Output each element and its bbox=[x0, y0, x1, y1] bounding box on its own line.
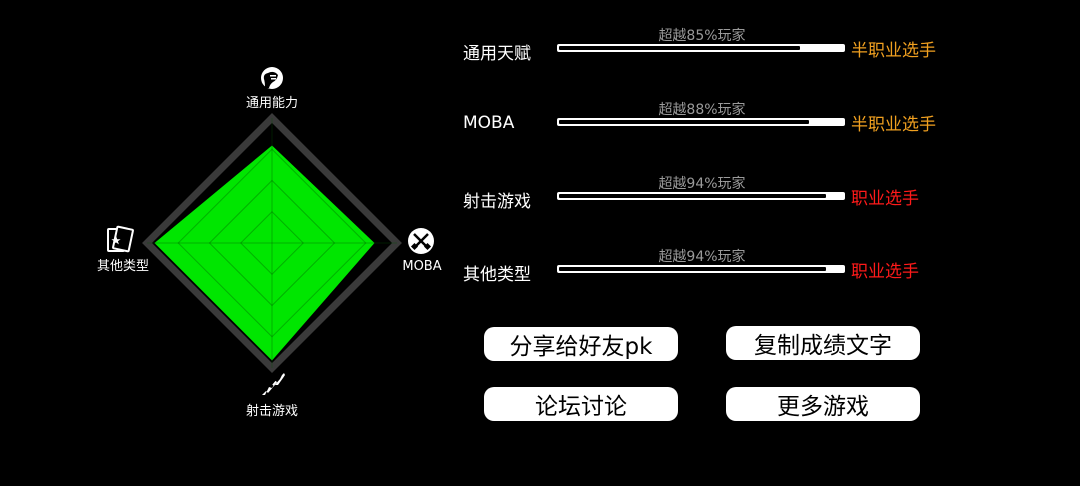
stat-label: MOBA bbox=[463, 113, 515, 133]
stat-progress-bar bbox=[557, 265, 845, 273]
stat-progress-fill bbox=[559, 194, 826, 198]
more-games-button[interactable]: 更多游戏 bbox=[726, 387, 920, 421]
stat-row-shooter: 射击游戏 超越94%玩家 职业选手 bbox=[463, 173, 963, 213]
radar-ring bbox=[240, 211, 304, 275]
axis-label-general: 通用能力 bbox=[246, 96, 298, 111]
stat-row-other: 其他类型 超越94%玩家 职业选手 bbox=[463, 246, 963, 286]
share-to-friend-button[interactable]: 分享给好友pk bbox=[484, 327, 678, 361]
stat-progress-fill bbox=[559, 267, 826, 271]
stat-rank-badge: 职业选手 bbox=[851, 262, 919, 282]
stat-label: 通用天赋 bbox=[463, 44, 531, 64]
axis-label-other: 其他类型 bbox=[97, 259, 149, 274]
stat-progress-bar bbox=[557, 192, 845, 200]
stat-rank-badge: 半职业选手 bbox=[851, 41, 936, 61]
stat-progress-fill bbox=[559, 120, 809, 124]
copy-result-text-button[interactable]: 复制成绩文字 bbox=[726, 326, 920, 360]
axis-label-shooter: 射击游戏 bbox=[246, 403, 298, 419]
stat-progress-fill bbox=[559, 46, 801, 50]
crossed-swords-icon bbox=[408, 228, 434, 254]
stat-percent-text: 超越85%玩家 bbox=[658, 28, 746, 44]
radar-chart: 通用能力 MOBA 射击游戏 其他类型 bbox=[97, 67, 442, 419]
stat-percent-text: 超越94%玩家 bbox=[658, 176, 746, 192]
stat-percent-text: 超越94%玩家 bbox=[658, 249, 746, 265]
stat-row-moba: MOBA 超越88%玩家 半职业选手 bbox=[463, 99, 963, 139]
stat-percent-text: 超越88%玩家 bbox=[658, 102, 746, 118]
stat-rank-badge: 职业选手 bbox=[851, 189, 919, 209]
radar-spokes bbox=[147, 118, 397, 368]
head-silhouette-icon bbox=[261, 67, 283, 89]
stat-progress-bar bbox=[557, 44, 845, 52]
stat-rank-badge: 半职业选手 bbox=[851, 115, 936, 135]
radar-ring bbox=[177, 148, 367, 338]
radar-value-area bbox=[154, 145, 375, 361]
axis-label-moba: MOBA bbox=[402, 259, 441, 274]
stat-progress-bar bbox=[557, 118, 845, 126]
rifle-icon bbox=[262, 373, 285, 395]
stat-row-general: 通用天赋 超越85%玩家 半职业选手 bbox=[463, 25, 963, 65]
star-card-icon bbox=[107, 225, 134, 253]
forum-discussion-button[interactable]: 论坛讨论 bbox=[484, 387, 678, 421]
radar-ring bbox=[208, 179, 336, 307]
stat-label: 其他类型 bbox=[463, 265, 531, 285]
stat-label: 射击游戏 bbox=[463, 192, 531, 212]
